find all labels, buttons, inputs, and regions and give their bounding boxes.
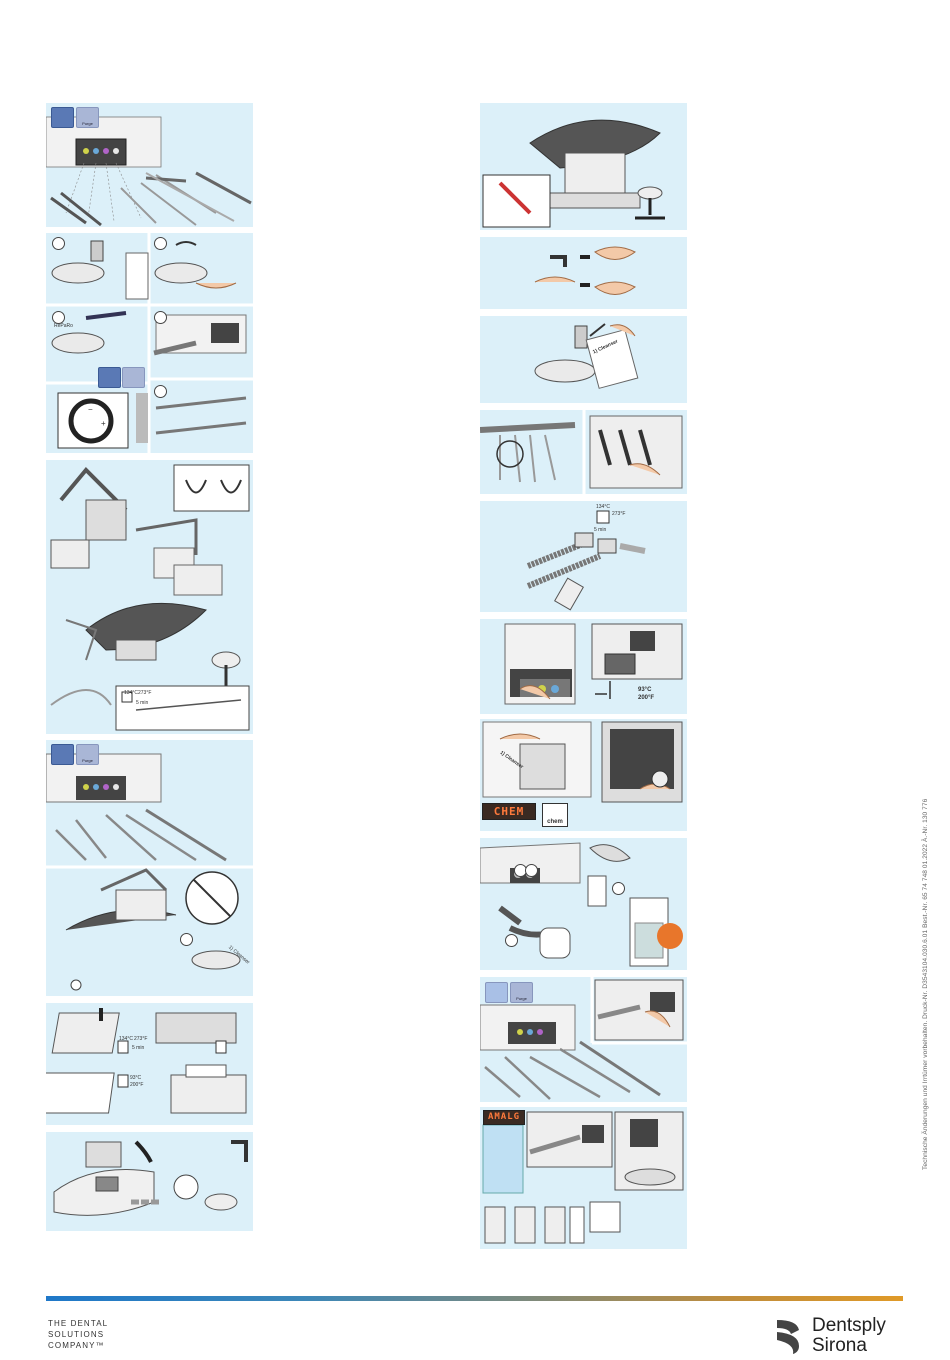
tagline-line-1: THE DENTAL bbox=[48, 1319, 109, 1328]
temp-f-2: 200°F bbox=[130, 1082, 144, 1088]
legal-side-text: Technische Änderungen und Irrtümer vorbe… bbox=[922, 798, 929, 1170]
reparo-label: RePaRo bbox=[54, 323, 73, 329]
dentsply-sirona-logo-icon bbox=[777, 1320, 799, 1354]
cup-fill-button-icon bbox=[98, 367, 121, 388]
brand-line-1: Dentsply bbox=[812, 1315, 886, 1336]
amalgam-illustration bbox=[482, 1111, 684, 1244]
plus-label: + bbox=[101, 419, 106, 428]
tagline-line-3: COMPANY™ bbox=[48, 1341, 105, 1350]
right-panel-instrument-rack bbox=[480, 410, 687, 494]
time-1: 5 min bbox=[132, 1045, 145, 1051]
right-panel-chair-disinfection bbox=[480, 103, 687, 230]
temp-f-1: 273°F bbox=[134, 1036, 148, 1042]
chem-icon: chem bbox=[542, 803, 568, 827]
temp-c: 93°C bbox=[638, 687, 652, 693]
left-panel-footswitch bbox=[46, 1132, 253, 1231]
step-marker bbox=[180, 933, 193, 946]
step-marker-5 bbox=[154, 385, 167, 398]
chem-display: CHEM bbox=[482, 803, 536, 820]
tagline-line-2: SOLUTIONS bbox=[48, 1330, 105, 1339]
sterilize-time: 5 min bbox=[136, 700, 149, 706]
tray-sterilization-illustration bbox=[46, 1008, 247, 1114]
left-panel-chair-handles: 134°C 273°F 5 min bbox=[46, 460, 253, 734]
time: 5 min bbox=[594, 527, 607, 533]
brand-name: Dentsply Sirona bbox=[812, 1316, 886, 1356]
left-panel-tray-sterilization: 134°C 273°F 5 min 93°C 200°F bbox=[46, 1003, 253, 1125]
purge-button-icon: Purge bbox=[510, 982, 533, 1003]
instrument-rack-illustration bbox=[480, 410, 683, 494]
filter-removal-illustration bbox=[504, 623, 683, 705]
left-panel-cuspidor-steps: RePaRo − + bbox=[46, 233, 253, 453]
right-panel-filter-removal: 93°C 200°F bbox=[480, 619, 687, 714]
footer-gradient-bar bbox=[46, 1296, 903, 1301]
step-marker bbox=[612, 882, 625, 895]
purge-cleanser-illustration bbox=[46, 753, 253, 991]
cup-fill-button-icon bbox=[51, 744, 74, 765]
step-marker-2 bbox=[154, 237, 167, 250]
cuspidor-steps-illustration bbox=[46, 233, 253, 453]
purge-button-icon: Purge bbox=[76, 744, 99, 765]
amalgam-display: AMALG bbox=[483, 1110, 525, 1125]
cup-fill-button-icon bbox=[51, 107, 74, 128]
temp-f: 200°F bbox=[638, 695, 655, 701]
right-panel-suction-filter bbox=[480, 838, 687, 970]
right-panel-cuspidor-cleanser: 1) Cleanser bbox=[480, 316, 687, 403]
chem-program-illustration bbox=[482, 721, 683, 803]
brand-line-2: Sirona bbox=[812, 1335, 867, 1356]
temp-f: 273°F bbox=[612, 511, 626, 517]
step-marker-4 bbox=[154, 311, 167, 324]
footswitch-illustration bbox=[53, 1140, 248, 1216]
chem-icon-caption: chem bbox=[547, 819, 563, 825]
temp-c: 134°C bbox=[596, 504, 610, 510]
sterilize-temp-c: 134°C bbox=[124, 690, 138, 696]
cup-fill-button-icon bbox=[485, 982, 508, 1003]
purge-button-icon bbox=[122, 367, 145, 388]
suction-filter-illustration bbox=[480, 842, 683, 967]
right-panel-hand-wash bbox=[480, 237, 687, 309]
hand-wash-illustration bbox=[534, 246, 636, 295]
purge-caption: Purge bbox=[516, 996, 527, 1001]
chair-handles-illustration bbox=[50, 464, 250, 731]
left-panel-instrument-purge: Purge bbox=[46, 103, 253, 227]
right-panel-amalgam: AMALG bbox=[480, 1107, 687, 1249]
step-marker bbox=[525, 864, 538, 877]
left-panel-purge-cleanser: Purge 1) Cleanser bbox=[46, 740, 253, 996]
company-tagline: THE DENTAL SOLUTIONS COMPANY™ bbox=[48, 1318, 108, 1351]
right-panel-suction-hoses: 134°C 273°F 5 min bbox=[480, 501, 687, 612]
step-marker-1 bbox=[52, 237, 65, 250]
right-panel-chem-program: 1) Cleanser CHEM chem bbox=[480, 719, 687, 831]
minus-label: − bbox=[88, 405, 93, 414]
purge-caption: Purge bbox=[82, 121, 93, 126]
step-marker-3 bbox=[52, 311, 65, 324]
cuspidor-cleanser-illustration bbox=[534, 323, 639, 389]
right-panel-purge: Purge bbox=[480, 977, 687, 1102]
step-marker bbox=[505, 934, 518, 947]
sterilize-temp-f: 273°F bbox=[138, 690, 152, 696]
temp-c-2: 93°C bbox=[130, 1075, 142, 1081]
purge-illustration bbox=[480, 977, 687, 1100]
temp-c-1: 134°C bbox=[119, 1036, 133, 1042]
purge-button-icon: Purge bbox=[76, 107, 99, 128]
chair-disinfection-illustration bbox=[482, 119, 665, 228]
purge-caption: Purge bbox=[82, 758, 93, 763]
unit-instruments-illustration bbox=[46, 116, 252, 227]
suction-hoses-illustration bbox=[526, 510, 646, 611]
